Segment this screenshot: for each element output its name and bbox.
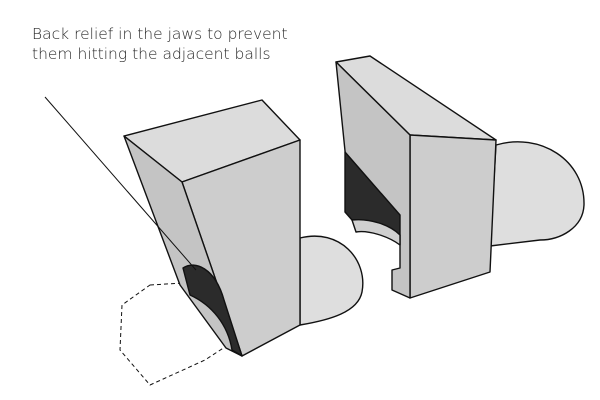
- annotation-line-1: Back relief in the jaws to prevent: [32, 25, 288, 43]
- ball-left: [299, 235, 364, 326]
- back-relief-left: [182, 264, 243, 357]
- annotation-label: Back relief in the jaws to prevent them …: [32, 24, 288, 64]
- annotation-line-2: them hitting the adjacent balls: [32, 45, 271, 63]
- relief-lip: [351, 218, 401, 246]
- right-jaw-front-face: [409, 134, 497, 299]
- ball-right: [489, 141, 585, 247]
- leader-line: [44, 96, 197, 271]
- adjacent-ball-outline: [119, 281, 229, 386]
